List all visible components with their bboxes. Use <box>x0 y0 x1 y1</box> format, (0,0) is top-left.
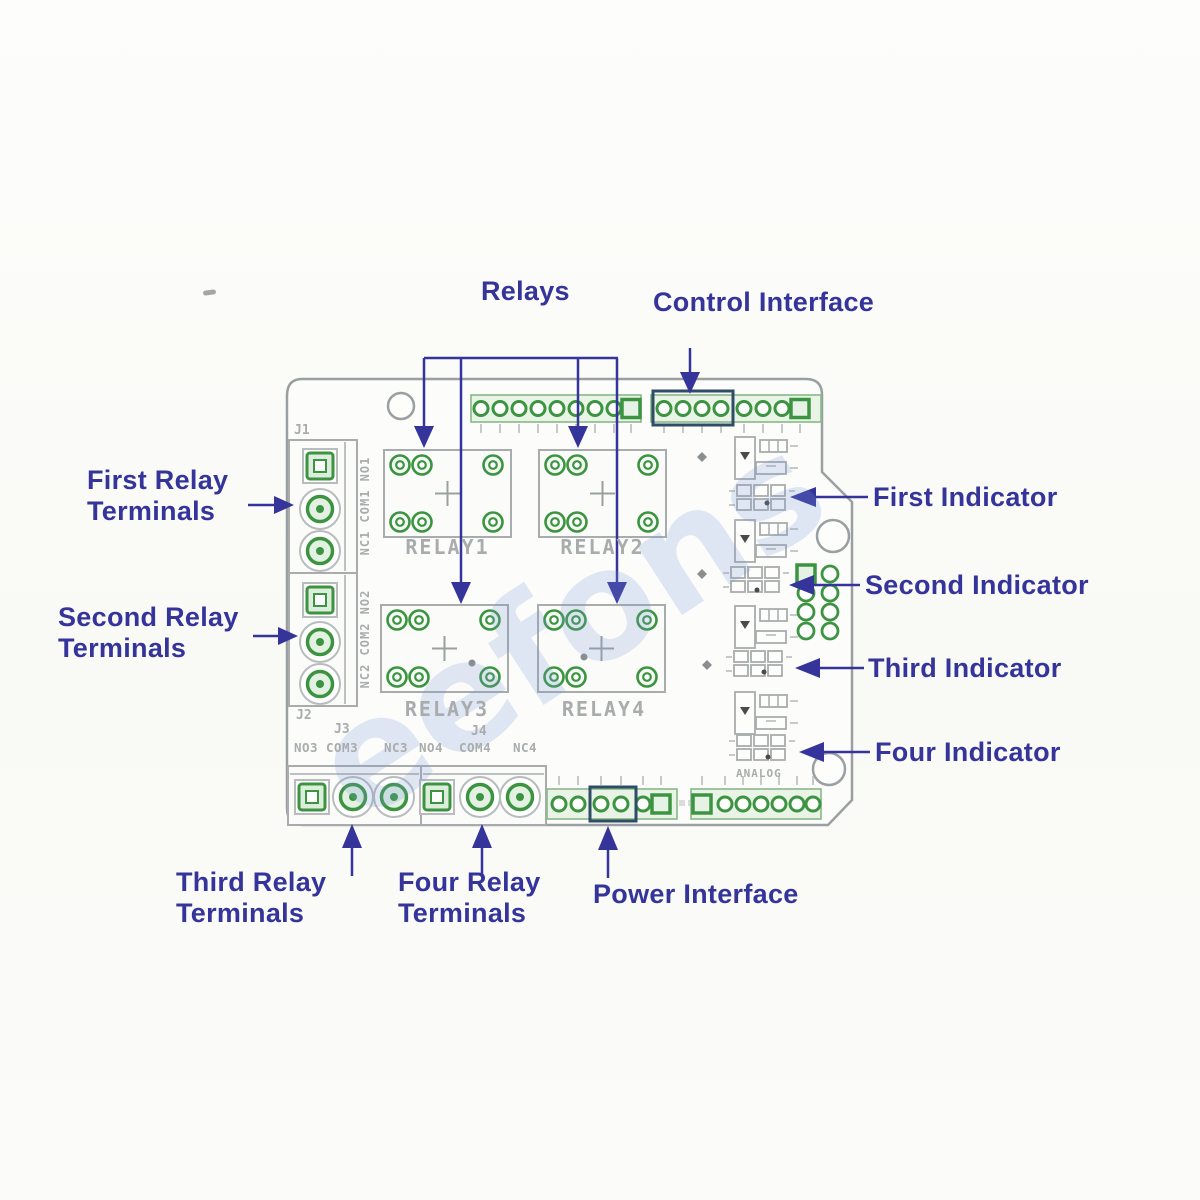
four-indicator-label: Four Indicator <box>875 737 1061 767</box>
no4-pin-label: NO4 <box>419 740 444 755</box>
relays-label: Relays <box>481 276 570 306</box>
first-indicator-label: First Indicator <box>873 482 1058 512</box>
second-indicator-arrow <box>789 575 860 595</box>
relay1-footprint <box>384 450 511 537</box>
no3-pin-label: NO3 <box>294 740 319 755</box>
power-interface-highlight <box>588 785 638 823</box>
mounting-hole-right <box>815 518 851 554</box>
third-relay-terminals-label: Third Relay Terminals <box>176 867 327 928</box>
relay2-silk-label: RELAY2 <box>560 535 645 559</box>
first-indicator-arrow <box>790 487 868 507</box>
power-interface-label: Power Interface <box>593 879 799 909</box>
analog-header <box>690 776 822 820</box>
analog-silk-label: ANALOG <box>736 767 782 780</box>
top-pin-header-left <box>470 394 642 433</box>
nc4-pin-label: NC4 <box>513 740 538 755</box>
relay4-silk-label: RELAY4 <box>561 697 647 721</box>
mounting-hole-top-left <box>386 391 416 421</box>
j3-silk-label: J3 <box>334 722 350 737</box>
third-relay-arrow <box>342 824 362 876</box>
relay1-silk-label: RELAY1 <box>405 535 490 559</box>
four-relay-arrow <box>472 824 492 876</box>
second-indicator-label: Second Indicator <box>865 570 1089 600</box>
com4-pin-label: COM4 <box>459 740 492 755</box>
j2-silk-label: J2 <box>296 708 312 723</box>
relay3-footprint <box>381 605 508 692</box>
nc3-pin-label: NC3 <box>384 740 409 755</box>
first-relay-arrow <box>248 496 294 514</box>
j2-pin-names: NC2 COM2 NO2 <box>358 589 372 689</box>
j4-terminal-block <box>418 765 547 826</box>
first-relay-terminals-label: First Relay Terminals <box>87 465 229 526</box>
control-interface-header <box>650 389 822 433</box>
control-interface-arrow <box>680 348 700 394</box>
j1-pin-names: NC1 COM1 NO1 <box>358 456 372 556</box>
relay4-footprint <box>538 605 665 692</box>
power-header <box>546 776 694 823</box>
j1-terminal-block <box>288 439 358 574</box>
control-interface-highlight <box>651 389 735 427</box>
second-relay-arrow <box>253 627 298 645</box>
four-relay-terminals-label: Four Relay Terminals <box>398 867 541 928</box>
second-relay-terminals-label: Second Relay Terminals <box>58 602 239 663</box>
relay3-silk-label: RELAY3 <box>404 697 490 721</box>
relays-bracket-arrows <box>414 356 627 604</box>
power-interface-arrow <box>598 826 618 878</box>
j1-silk-label: J1 <box>294 423 310 438</box>
j2-terminal-block <box>288 572 358 707</box>
com3-pin-label: COM3 <box>326 740 359 755</box>
four-indicator-arrow <box>799 742 870 762</box>
j3-terminal-block <box>287 765 422 826</box>
relay2-footprint <box>539 450 666 537</box>
third-indicator-label: Third Indicator <box>868 653 1062 683</box>
control-interface-label: Control Interface <box>653 287 875 317</box>
third-indicator-arrow <box>795 658 864 678</box>
j4-silk-label: J4 <box>471 724 487 739</box>
